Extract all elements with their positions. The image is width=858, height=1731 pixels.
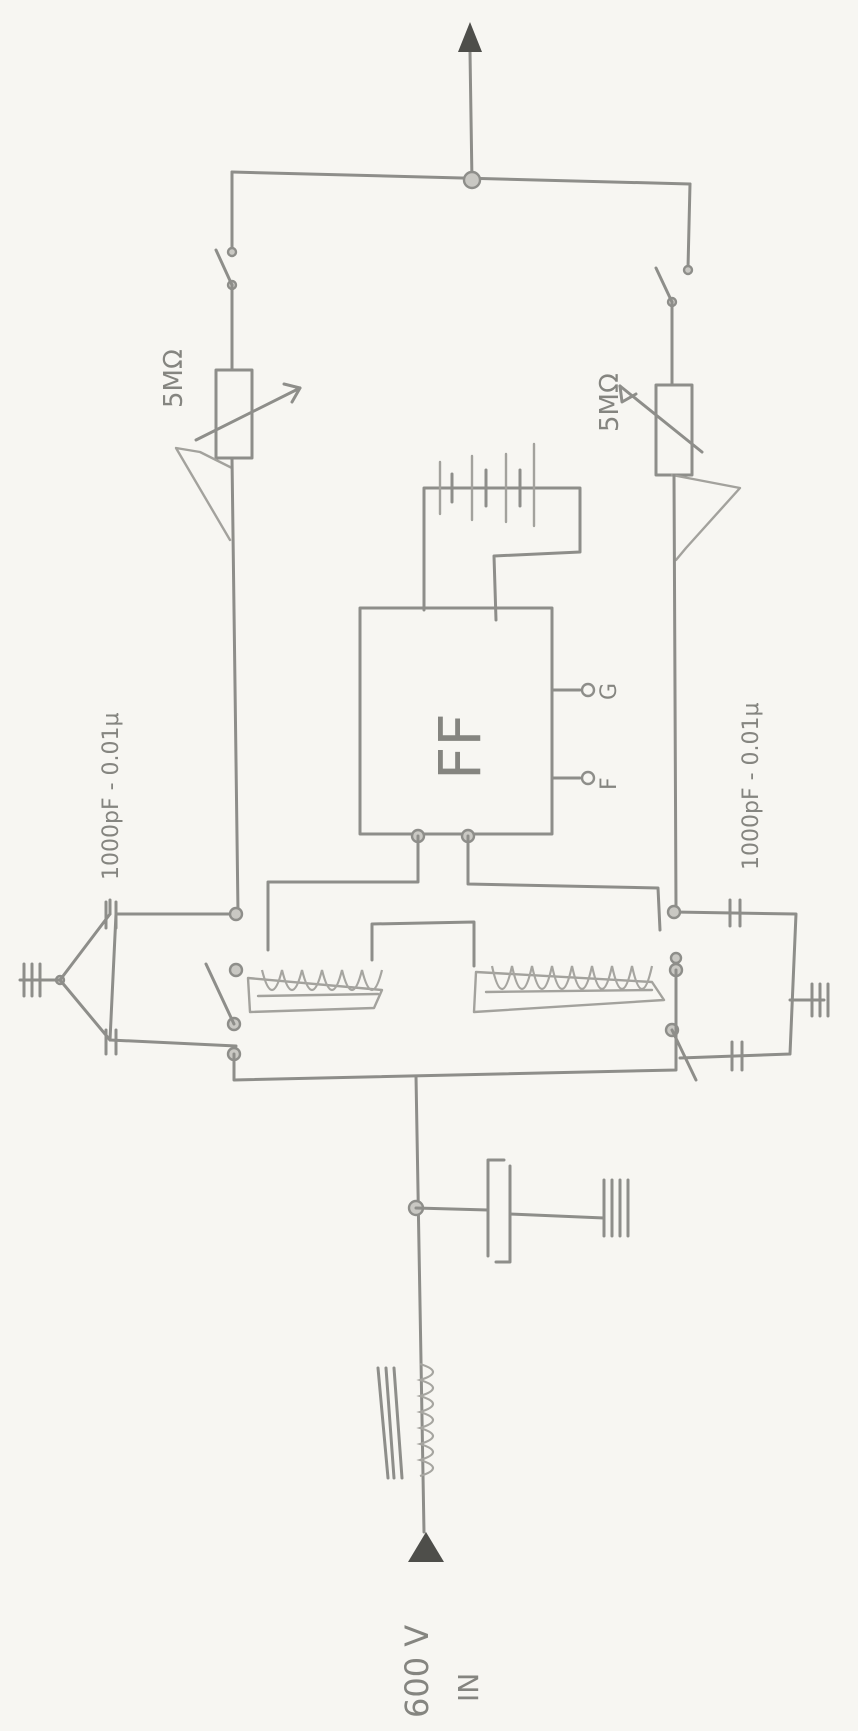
flip-flop-label: FF <box>426 713 494 780</box>
lower-resistor-label: 5MΩ <box>595 373 625 432</box>
input-voltage-label: 600 V <box>398 1625 436 1718</box>
input-terminal <box>408 1532 444 1562</box>
output-bus <box>230 170 692 186</box>
upper-capacitor-label: 1000pF - 0.01μ <box>99 712 124 880</box>
output-junction <box>462 170 482 190</box>
lower-capacitor-label: 1000pF - 0.01μ <box>739 702 764 870</box>
upper-relay-coil <box>246 969 384 1014</box>
input-line <box>414 1074 426 1534</box>
flip-flop-terminal-g: G <box>597 683 622 700</box>
lower-capacitor-network <box>664 898 830 1082</box>
battery <box>422 442 582 622</box>
common-bus <box>232 968 678 1082</box>
input-role-label: IN <box>452 1673 485 1702</box>
upper-variable-resistor <box>174 368 302 542</box>
input-choke <box>376 1362 435 1480</box>
upper-switch <box>214 246 238 291</box>
upper-resistor-label: 5MΩ <box>159 349 189 408</box>
lower-switch <box>654 264 694 308</box>
flip-flop-terminal-f: F <box>597 777 622 790</box>
flip-flop: FF G F <box>358 606 622 844</box>
lower-relay-coil <box>472 965 666 1014</box>
output-terminal <box>458 22 482 184</box>
filter-capacitor <box>414 1158 630 1264</box>
upper-capacitor-network <box>18 898 244 1062</box>
lower-variable-resistor <box>618 383 742 562</box>
